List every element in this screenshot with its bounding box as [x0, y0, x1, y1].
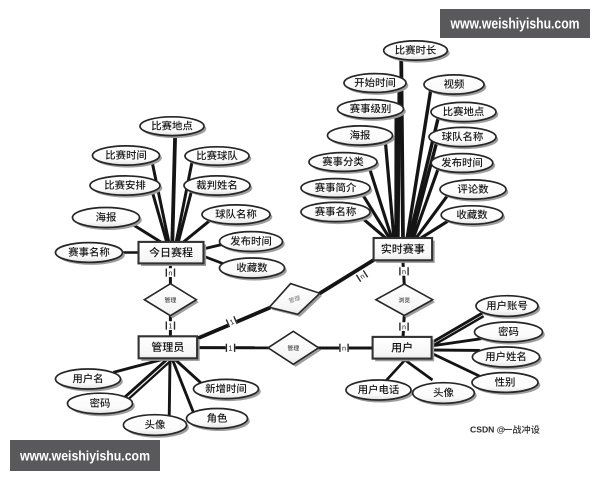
svg-text:www.weishiyishu.com: www.weishiyishu.com [19, 448, 150, 464]
svg-text:www.weishiyishu.com: www.weishiyishu.com [450, 17, 580, 33]
svg-text:CSDN @: CSDN @ [470, 425, 505, 435]
